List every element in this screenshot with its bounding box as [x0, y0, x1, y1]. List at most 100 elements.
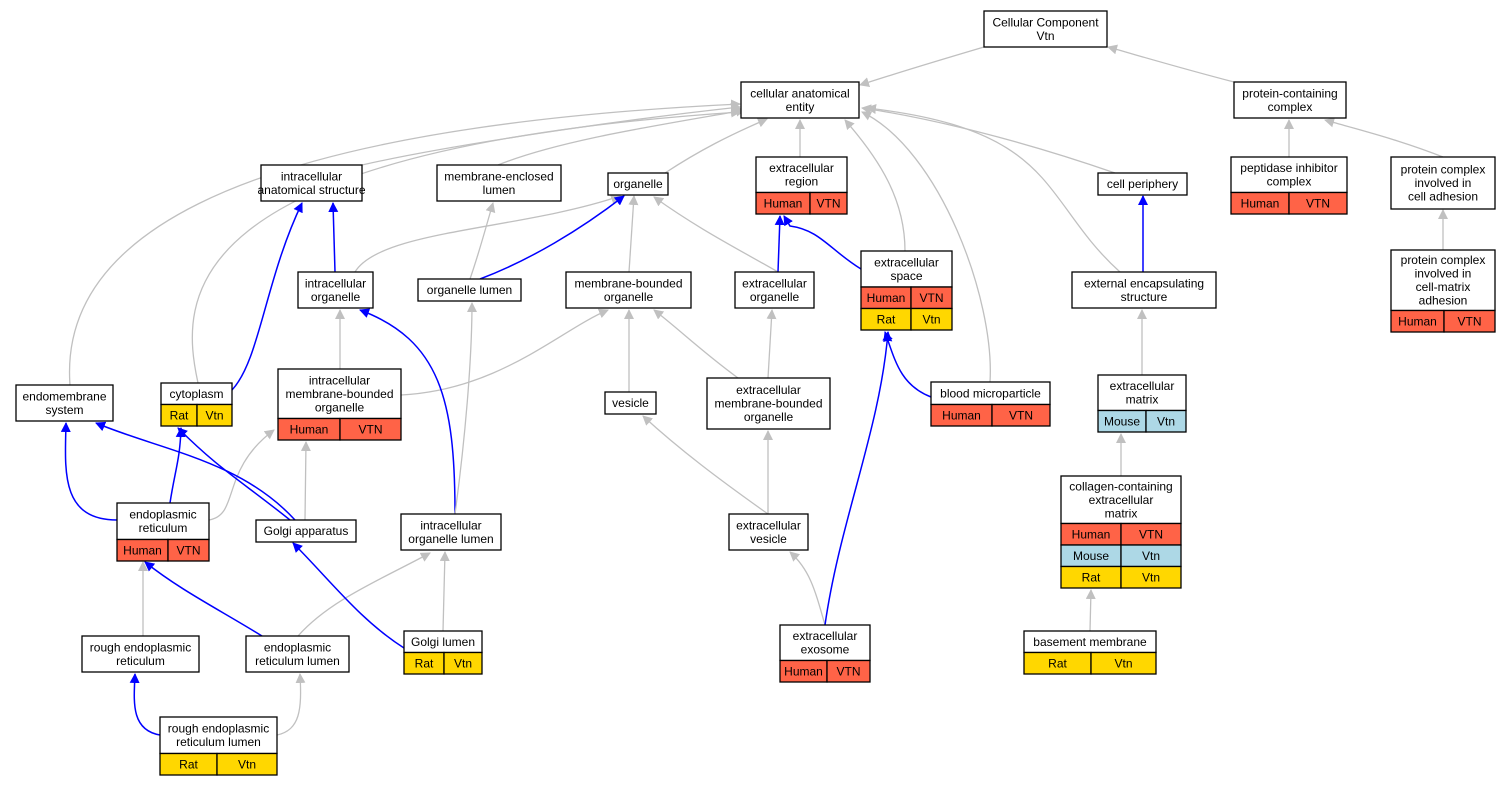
node-title-line: cytoplasm: [169, 387, 223, 401]
node-title-line: organelle: [604, 290, 654, 304]
node-box: [277, 368, 402, 420]
gene-label: VTN: [177, 543, 201, 557]
node-title-line: adhesion: [1419, 294, 1468, 308]
edge-exo-to-exr: [774, 215, 785, 273]
node-title-line: endoplasmic: [264, 640, 331, 654]
node-ga[interactable]: Golgi apparatus: [255, 519, 357, 543]
node-box: [297, 271, 374, 309]
node-title-line: complex: [1268, 100, 1313, 114]
edge-mbo-to-org: [628, 195, 639, 273]
edge-erl-to-iol: [297, 552, 431, 637]
gene-cell: [443, 651, 483, 675]
node-title-line: membrane-enclosed: [444, 169, 553, 183]
node-box: [860, 250, 953, 288]
gene-label: VTN: [817, 196, 841, 210]
edge-exs-to-exr: [783, 215, 862, 270]
node-box: [245, 635, 350, 673]
species-label: Human: [1398, 314, 1437, 328]
node-box: [116, 502, 210, 541]
gene-cell: [910, 307, 953, 331]
node-title-line: reticulum: [116, 654, 165, 668]
node-imbo[interactable]: intracellularmembrane-boundedorganelleHu…: [277, 368, 402, 441]
species-label: Rat: [877, 312, 896, 326]
edge-rerl-to-rer: [129, 673, 161, 736]
edge-imbo-to-mbo: [400, 308, 609, 396]
node-title-line: organelle lumen: [408, 532, 493, 546]
node-title-line: lumen: [483, 183, 516, 197]
species-label: Mouse: [1073, 549, 1109, 563]
node-title-line: exosome: [801, 643, 850, 657]
gene-cell: [1288, 191, 1348, 215]
node-box: [755, 156, 848, 194]
gene-cell: [826, 659, 871, 683]
gene-cell: [991, 403, 1051, 427]
edge-ems-to-cae: [68, 99, 741, 386]
edge-er-to-imbo: [208, 429, 275, 521]
node-title-line: region: [785, 175, 818, 189]
edge-gl-to-ga: [292, 542, 405, 649]
gene-label: VTN: [1009, 408, 1033, 422]
gene-label: Vtn: [205, 408, 223, 422]
node-box: [260, 164, 363, 202]
node-org[interactable]: organelle: [607, 172, 669, 196]
edge-ga-to-cyt: [177, 427, 291, 521]
species-label: Human: [942, 408, 981, 422]
edge-io-to-org: [354, 194, 621, 273]
node-title-line: extracellular: [769, 161, 834, 175]
node-cecm[interactable]: collagen-containingextracellularmatrixHu…: [1060, 475, 1182, 589]
node-title-line: extracellular: [874, 255, 939, 269]
node-cp[interactable]: cell periphery: [1097, 172, 1188, 196]
species-label: Rat: [170, 408, 189, 422]
edge-bmp-to-cae: [861, 111, 991, 383]
edge-cyt-to-ias: [231, 202, 303, 391]
node-ol[interactable]: organelle lumen: [417, 278, 522, 302]
node-title-line: organelle: [311, 290, 361, 304]
node-title-line: intracellular: [281, 169, 342, 183]
gene-label: Vtn: [1142, 549, 1160, 563]
node-ves[interactable]: vesicle: [604, 391, 657, 415]
node-title-line: organelle: [315, 400, 365, 414]
species-label: Human: [784, 664, 823, 678]
node-title-line: extracellular: [1089, 493, 1154, 507]
gene-label: Vtn: [922, 312, 940, 326]
node-box: [255, 519, 357, 543]
node-title-line: rough endoplasmic: [168, 722, 269, 736]
node-title-line: extracellular: [736, 518, 801, 532]
node-title-line: external encapsulating: [1084, 276, 1204, 290]
node-box: [1390, 249, 1496, 312]
species-label: Human: [290, 422, 329, 436]
node-box: [706, 377, 831, 430]
edge-embo-to-exo: [766, 309, 777, 379]
node-box: [81, 635, 200, 673]
node-title-line: membrane-bounded: [714, 397, 822, 411]
